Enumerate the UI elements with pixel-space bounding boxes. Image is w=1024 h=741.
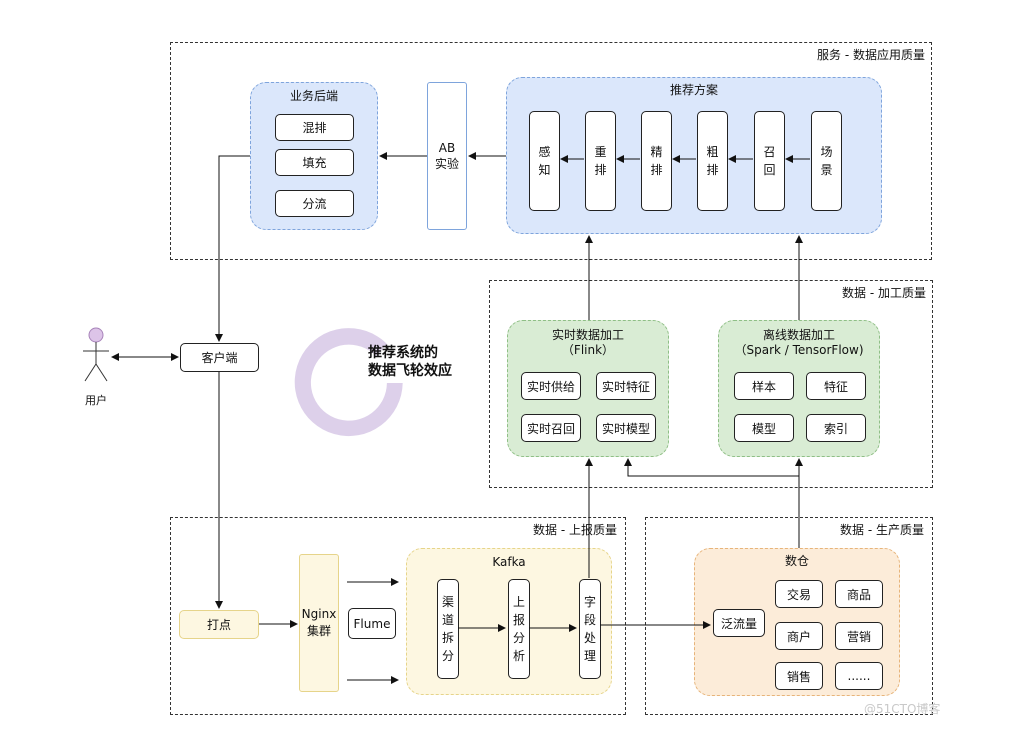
flywheel-text: 推荐系统的 数据飞轮效应 <box>368 345 452 379</box>
kafka-field-processing: 字段处理 <box>579 579 601 679</box>
flume-box: Flume <box>348 608 396 639</box>
region-service-label: 服务 - 数据应用质量 <box>817 48 925 62</box>
warehouse-source: 泛流量 <box>713 609 765 637</box>
region-service: 服务 - 数据应用质量 <box>170 42 932 260</box>
offline-group: 离线数据加工 （Spark / TensorFlow) 样本 特征 模型 索引 <box>718 320 880 457</box>
kafka-channel-split: 渠道拆分 <box>437 579 459 679</box>
realtime-supply: 实时供给 <box>521 372 581 400</box>
realtime-title: 实时数据加工 （Flink） <box>551 328 624 357</box>
region-reporting: 数据 - 上报质量 <box>170 517 626 715</box>
warehouse-merchant: 商户 <box>775 622 823 650</box>
warehouse-group: 数仓 泛流量 交易 商品 商户 营销 销售 ...... <box>694 548 900 696</box>
ab-test-label: AB 实验 <box>434 141 459 171</box>
stage-perception: 感知 <box>529 111 560 211</box>
offline-title: 离线数据加工 （Spark / TensorFlow) <box>734 328 864 357</box>
offline-index: 索引 <box>806 414 866 442</box>
ab-test-box: AB 实验 <box>427 82 467 230</box>
region-production: 数据 - 生产质量 <box>645 517 933 715</box>
warehouse-marketing: 营销 <box>835 622 883 650</box>
realtime-group: 实时数据加工 （Flink） 实时供给 实时特征 实时召回 实时模型 <box>507 320 669 457</box>
stage-coarse-rank: 粗排 <box>697 111 728 211</box>
tracking-box: 打点 <box>179 610 259 639</box>
backend-item-fill: 填充 <box>275 149 354 176</box>
user-actor-icon <box>83 327 109 382</box>
realtime-recall: 实时召回 <box>521 414 581 442</box>
watermark: @51CTO博客 <box>864 702 941 716</box>
warehouse-sales: 销售 <box>775 662 823 690</box>
business-backend-title: 业务后端 <box>289 89 338 103</box>
offline-model: 模型 <box>734 414 794 442</box>
warehouse-title: 数仓 <box>784 554 809 568</box>
region-processing-label: 数据 - 加工质量 <box>842 286 926 300</box>
warehouse-goods: 商品 <box>835 580 883 608</box>
nginx-cluster-label: Nginx 集群 <box>301 607 337 638</box>
user-label: 用户 <box>85 394 107 407</box>
offline-sample: 样本 <box>734 372 794 400</box>
client-box: 客户端 <box>180 343 259 372</box>
realtime-model: 实时模型 <box>596 414 656 442</box>
warehouse-more: ...... <box>835 662 883 690</box>
nginx-cluster-box: Nginx 集群 <box>299 554 339 692</box>
warehouse-trade: 交易 <box>775 580 823 608</box>
kafka-group: Kafka 渠道拆分 上报分析 字段处理 <box>406 548 612 695</box>
realtime-feature: 实时特征 <box>596 372 656 400</box>
backend-item-mix: 混排 <box>275 114 354 141</box>
kafka-report-analysis: 上报分析 <box>508 579 530 679</box>
business-backend-group: 业务后端 混排 填充 分流 <box>250 82 378 230</box>
stage-fine-rank: 精排 <box>641 111 672 211</box>
flywheel-ring-icon <box>294 328 403 437</box>
recommendation-title: 推荐方案 <box>669 83 718 97</box>
recommendation-group: 推荐方案 感知 重排 精排 粗排 召回 场景 <box>506 77 882 234</box>
stage-scene: 场景 <box>811 111 842 211</box>
kafka-title: Kafka <box>492 555 526 569</box>
region-production-label: 数据 - 生产质量 <box>840 523 924 537</box>
stage-rerank: 重排 <box>585 111 616 211</box>
backend-item-split: 分流 <box>275 190 354 217</box>
region-reporting-label: 数据 - 上报质量 <box>533 523 617 537</box>
offline-feature: 特征 <box>806 372 866 400</box>
stage-recall: 召回 <box>754 111 785 211</box>
region-processing: 数据 - 加工质量 <box>489 280 933 488</box>
